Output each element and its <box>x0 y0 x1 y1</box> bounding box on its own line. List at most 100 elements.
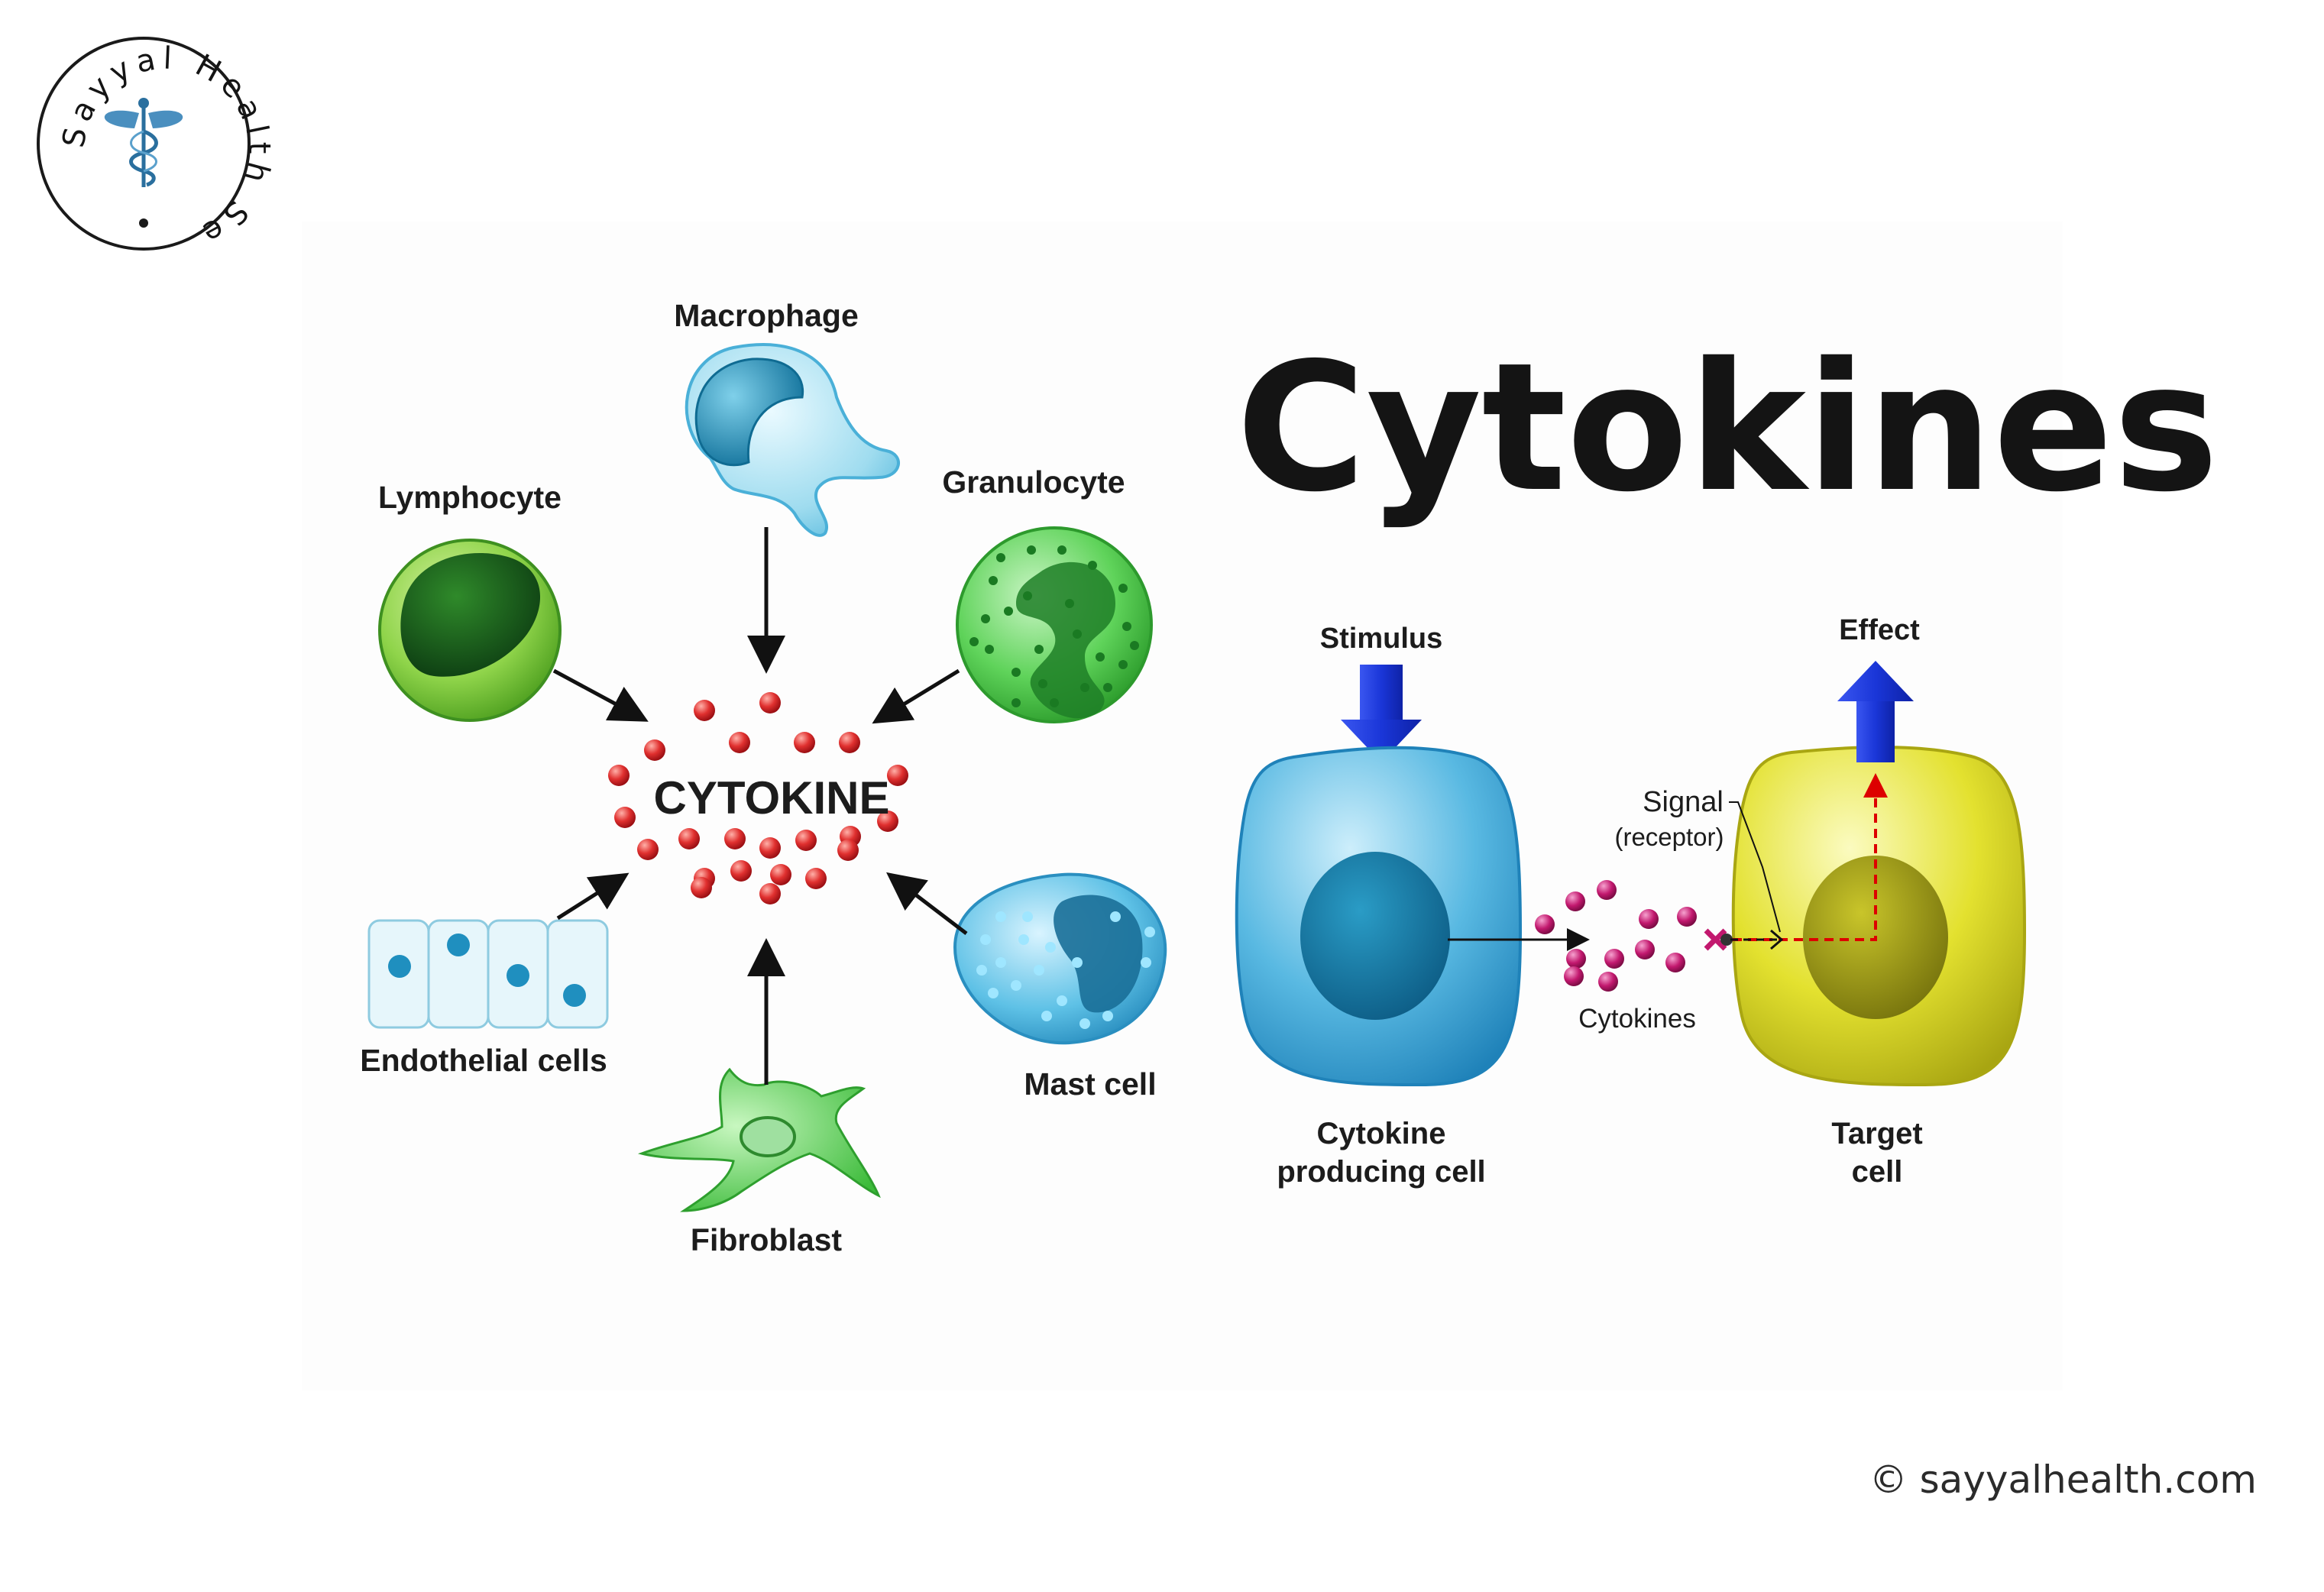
cytokine-molecule <box>694 700 715 721</box>
cytokine-molecule <box>759 692 781 713</box>
cytokine-molecule <box>1598 972 1618 992</box>
receptor-label: (receptor) <box>1614 823 1724 851</box>
granule <box>1080 683 1089 692</box>
granule <box>989 576 998 585</box>
target-label-line2: cell <box>1852 1155 1903 1189</box>
cytokine-molecule <box>678 828 700 849</box>
cytokine-molecule <box>795 830 817 851</box>
cytokine-molecule <box>1535 914 1555 934</box>
granule <box>1023 591 1032 600</box>
granule <box>1118 584 1128 593</box>
granulocyte-cell <box>956 526 1153 723</box>
granule <box>1141 957 1151 968</box>
cytokine-molecule <box>1565 891 1585 911</box>
target-label-line1: Target <box>1831 1117 1922 1150</box>
granule <box>1027 545 1036 555</box>
granule <box>1050 698 1059 707</box>
stimulus-arrow <box>1341 665 1422 762</box>
cytokine-cluster <box>608 692 908 904</box>
signal-leader-line <box>1729 801 1781 933</box>
granule <box>1011 668 1021 677</box>
cytokine-molecule <box>730 860 752 882</box>
cytokine-molecule <box>1635 940 1655 959</box>
cytokine-molecule <box>759 883 781 904</box>
effect-label: Effect <box>1839 614 1920 646</box>
cytokine-molecule <box>1604 949 1624 969</box>
cytokine-molecule <box>637 839 659 860</box>
cytokine-molecule <box>1665 953 1685 972</box>
cytokine-center-label: CYTOKINE <box>654 772 890 824</box>
cytokine-molecule <box>770 864 791 885</box>
mast-cell-label: Mast cell <box>1024 1066 1156 1102</box>
granule <box>1004 607 1013 616</box>
granule <box>1065 599 1074 608</box>
granule <box>1072 957 1083 968</box>
cytokine-molecule <box>839 732 860 753</box>
cytokines-label: Cytokines <box>1578 1004 1696 1034</box>
cytokine-molecule <box>614 807 636 828</box>
stimulus-label: Stimulus <box>1320 623 1442 655</box>
fibroblast-cell <box>637 1067 881 1212</box>
arrow-mast-cell <box>886 872 968 935</box>
cytokine-molecule <box>608 765 630 786</box>
cytokine-molecule <box>877 811 898 832</box>
granule <box>1122 622 1131 631</box>
granule <box>996 553 1005 562</box>
granule <box>1034 645 1044 654</box>
granulocyte-label: Granulocyte <box>942 464 1125 500</box>
lymphocyte-label: Lymphocyte <box>378 480 562 515</box>
lymphocyte-cell <box>378 539 562 722</box>
cytokine-molecule <box>805 868 827 889</box>
granule <box>1034 965 1044 976</box>
cytokine-molecule <box>1566 949 1586 969</box>
granule <box>1088 561 1097 570</box>
granule <box>1045 942 1056 953</box>
cytokine-producing-cell <box>1235 746 1523 1087</box>
page-title: Cytokines <box>1236 325 2219 531</box>
cytokine-molecule <box>759 837 781 859</box>
granule <box>1011 698 1021 707</box>
cytokine-molecule <box>1677 907 1697 927</box>
granule <box>995 957 1006 968</box>
mast-cell <box>953 872 1167 1045</box>
cytokine-molecule <box>794 732 815 753</box>
producer-label-line1: Cytokine <box>1317 1117 1446 1150</box>
cytokine-molecule <box>1639 909 1659 929</box>
target-cell <box>1731 746 2027 1087</box>
endothelial-label: Endothelial cells <box>360 1043 607 1078</box>
granule <box>985 645 994 654</box>
granule <box>969 637 979 646</box>
granule <box>1110 911 1121 922</box>
granule <box>1073 629 1082 639</box>
cytokine-molecule <box>724 828 746 849</box>
cytokine-molecule <box>1597 880 1617 900</box>
effect-arrow <box>1837 661 1914 762</box>
arrow-lymphocyte <box>552 668 649 722</box>
granule <box>1057 545 1067 555</box>
granule <box>1038 679 1047 688</box>
granule <box>988 988 999 998</box>
granule <box>1118 660 1128 669</box>
granule <box>976 965 987 976</box>
endothelial-cells <box>367 919 609 1029</box>
granule <box>981 614 990 623</box>
macrophage-label: Macrophage <box>674 298 859 333</box>
cytokine-molecule <box>1564 966 1584 986</box>
granule <box>980 934 991 945</box>
granule <box>1130 641 1139 650</box>
cytokine-molecule <box>887 765 908 786</box>
copyright-notice: © sayyalhealth.com <box>1869 1458 2257 1502</box>
arrow-granulocyte <box>872 668 960 724</box>
source-arrows <box>552 527 968 1085</box>
signal-label: Signal <box>1643 786 1724 818</box>
granule <box>1079 1018 1090 1029</box>
granule <box>1103 683 1112 692</box>
macrophage-cell <box>685 343 900 537</box>
producer-label-line2: producing cell <box>1277 1155 1485 1189</box>
granule <box>1102 1011 1113 1021</box>
granule <box>1041 1011 1052 1021</box>
receptor-arrowhead <box>1770 929 1784 950</box>
cytokine-molecule <box>837 840 859 861</box>
cytokine-molecule <box>729 732 750 753</box>
